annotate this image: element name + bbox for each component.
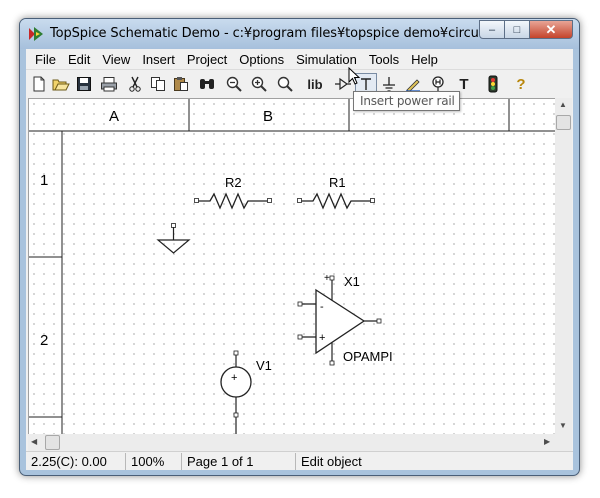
v1-label: V1 <box>256 358 272 373</box>
opamp-x1[interactable] <box>297 275 382 366</box>
status-coordinates: 2.25(C): 0.00 <box>26 452 126 470</box>
new-file-button[interactable] <box>28 73 49 95</box>
v1-polarity-label: + <box>231 372 237 384</box>
schematic-canvas[interactable]: A B 1 2 R2 R1 <box>28 98 555 434</box>
row-label-2: 2 <box>40 332 48 349</box>
menu-file[interactable]: File <box>35 51 56 67</box>
schematic-drawing: A B 1 2 R2 R1 <box>29 99 555 434</box>
menu-tools[interactable]: Tools <box>368 51 400 67</box>
menu-options[interactable]: Options <box>239 51 285 67</box>
minimize-button[interactable]: – <box>479 20 505 39</box>
simulate-button[interactable] <box>478 73 508 95</box>
resistor-r1[interactable] <box>297 192 375 210</box>
vertical-scrollbar[interactable]: ▲ ▼ <box>555 98 572 434</box>
close-button[interactable]: ✕ <box>530 20 573 39</box>
menu-insert[interactable]: Insert <box>142 51 175 67</box>
menu-bar: File Edit View Insert Project Options Si… <box>26 49 573 70</box>
horizontal-scroll-thumb[interactable] <box>45 435 60 450</box>
insert-text-icon: T <box>459 75 469 93</box>
row-dividers <box>29 256 62 418</box>
column-label-b: B <box>263 108 273 125</box>
opamp-inverting-label: - <box>320 301 324 313</box>
zoom-out-icon <box>226 76 242 92</box>
menu-project[interactable]: Project <box>186 51 228 67</box>
copy-button[interactable] <box>147 73 169 95</box>
library-icon: lib <box>307 76 323 92</box>
paste-button[interactable] <box>170 73 192 95</box>
library-button[interactable]: lib <box>300 73 330 95</box>
ground-symbol[interactable] <box>156 223 191 254</box>
status-bar: 2.25(C): 0.00 100% Page 1 of 1 Edit obje… <box>26 451 573 470</box>
save-icon <box>77 77 91 91</box>
find-icon <box>200 79 214 89</box>
x1-label: X1 <box>344 274 360 289</box>
open-folder-icon <box>52 79 70 91</box>
column-label-a: A <box>109 108 119 125</box>
new-file-icon <box>33 76 44 92</box>
zoom-in-icon <box>251 76 267 92</box>
opamp-model-label: OPAMPI <box>343 349 393 364</box>
insert-part-button[interactable] <box>331 73 354 95</box>
r2-label: R2 <box>225 175 242 190</box>
voltage-source-v1[interactable] <box>220 350 252 434</box>
app-icon <box>29 27 43 41</box>
maximize-button[interactable]: □ <box>505 20 530 39</box>
mouse-cursor-icon <box>348 67 361 85</box>
resistor-r2[interactable] <box>194 192 272 210</box>
column-dividers <box>188 99 510 131</box>
open-button[interactable] <box>50 73 72 95</box>
minimize-icon: – <box>488 23 496 36</box>
help-icon: ? <box>516 75 526 93</box>
cut-button[interactable] <box>123 73 146 95</box>
horizontal-scrollbar[interactable]: ◀ ▶ <box>28 434 555 451</box>
tooltip: Insert power rail <box>353 91 460 111</box>
scroll-left-icon[interactable]: ◀ <box>31 437 38 446</box>
draw-wire-icon <box>406 79 420 92</box>
zoom-in-button[interactable] <box>247 73 270 95</box>
menu-help[interactable]: Help <box>411 51 438 67</box>
help-button[interactable]: ? <box>509 73 533 95</box>
maximize-icon: □ <box>513 23 521 36</box>
opamp-noninverting-label: + <box>319 332 325 344</box>
title-bar[interactable]: TopSpice Schematic Demo - c:¥program fil… <box>20 19 579 49</box>
menu-simulation[interactable]: Simulation <box>296 51 357 67</box>
close-icon: ✕ <box>545 21 557 37</box>
insert-text-button[interactable]: T <box>451 73 477 95</box>
scroll-up-icon[interactable]: ▲ <box>559 100 567 109</box>
insert-power-rail-icon <box>361 78 371 90</box>
vertical-scroll-thumb[interactable] <box>556 115 571 130</box>
paste-icon <box>174 77 188 91</box>
print-button[interactable] <box>96 73 122 95</box>
menu-view[interactable]: View <box>102 51 131 67</box>
scroll-down-icon[interactable]: ▼ <box>559 421 567 430</box>
insert-ground-icon <box>383 77 395 92</box>
probe-button[interactable] <box>426 73 450 95</box>
probe-icon <box>432 76 444 92</box>
copy-icon <box>151 77 165 91</box>
scrollbar-corner <box>555 434 572 451</box>
zoom-fit-button[interactable] <box>271 73 299 95</box>
print-icon <box>101 77 117 92</box>
client-area: File Edit View Insert Project Options Si… <box>26 49 573 470</box>
status-mode: Edit object <box>301 453 362 469</box>
toolbar: lib T ? <box>26 71 573 97</box>
find-button[interactable] <box>193 73 221 95</box>
zoom-out-button[interactable] <box>222 73 246 95</box>
scroll-right-icon[interactable]: ▶ <box>544 437 551 446</box>
cut-icon <box>128 76 141 92</box>
window-title: TopSpice Schematic Demo - c:¥program fil… <box>50 26 507 41</box>
window-controls: – □ ✕ <box>479 20 573 39</box>
menu-edit[interactable]: Edit <box>67 51 91 67</box>
r1-label: R1 <box>329 175 346 190</box>
save-button[interactable] <box>73 73 95 95</box>
simulate-icon <box>488 75 498 93</box>
insert-part-icon <box>334 77 351 91</box>
zoom-fit-icon <box>277 76 293 92</box>
row-label-1: 1 <box>40 172 48 189</box>
opamp-supply-label: + <box>324 273 330 284</box>
app-window: TopSpice Schematic Demo - c:¥program fil… <box>19 18 580 476</box>
status-page: Page 1 of 1 <box>182 452 296 470</box>
insert-ground-button[interactable] <box>378 73 400 95</box>
status-zoom: 100% <box>126 452 182 470</box>
